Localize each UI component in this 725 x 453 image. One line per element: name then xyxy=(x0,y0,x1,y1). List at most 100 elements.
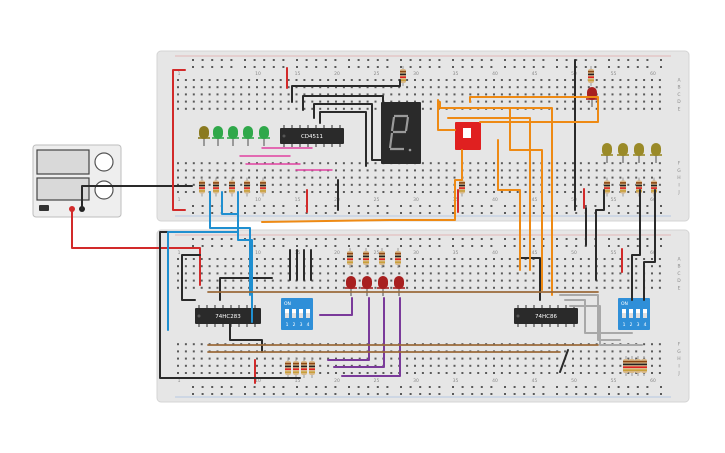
wire-black[interactable] xyxy=(229,319,263,353)
wire-black[interactable] xyxy=(291,79,401,103)
led-amber[interactable] xyxy=(601,143,613,163)
wire-rail-red-top[interactable] xyxy=(172,69,186,211)
wire-orange[interactable] xyxy=(439,101,553,296)
column-label: 10 xyxy=(255,197,261,203)
led-bulb[interactable] xyxy=(634,143,644,156)
dip-switch-body[interactable] xyxy=(618,298,650,330)
led-amber[interactable] xyxy=(633,143,645,163)
led-bulb[interactable] xyxy=(651,143,661,156)
led-bulb[interactable] xyxy=(378,276,388,289)
resistor[interactable] xyxy=(395,248,401,268)
resistor[interactable] xyxy=(309,358,315,378)
wire-black[interactable] xyxy=(181,254,201,301)
wire-power-positive[interactable] xyxy=(71,208,201,286)
chip-pin xyxy=(517,305,519,308)
led-green[interactable] xyxy=(212,126,224,146)
resistor[interactable] xyxy=(293,358,299,378)
chip-body[interactable] xyxy=(280,128,344,144)
led-leg xyxy=(638,155,640,163)
row-label: H xyxy=(677,356,680,362)
resistor[interactable] xyxy=(285,358,291,378)
wire-orange[interactable] xyxy=(469,96,599,123)
wire-purple[interactable] xyxy=(327,297,370,361)
chip-74hc86[interactable]: 74HC86 xyxy=(514,305,578,327)
resistor[interactable] xyxy=(244,177,250,197)
resistor[interactable] xyxy=(604,177,610,197)
resistor[interactable] xyxy=(400,66,406,86)
wire-purple[interactable] xyxy=(341,297,401,377)
resistor[interactable] xyxy=(213,177,219,197)
resistor[interactable] xyxy=(620,177,626,197)
resistor[interactable] xyxy=(623,356,629,376)
wire-orange[interactable] xyxy=(447,117,531,271)
wire-blue[interactable] xyxy=(209,191,251,296)
wire-black[interactable] xyxy=(643,189,656,301)
wire-gray[interactable] xyxy=(559,294,621,341)
led-bulb[interactable] xyxy=(228,126,238,139)
led-bulb[interactable] xyxy=(213,126,223,139)
resistor[interactable] xyxy=(301,358,307,378)
led-green[interactable] xyxy=(258,126,270,146)
segment-dot xyxy=(408,148,412,152)
wire-black[interactable] xyxy=(631,189,641,301)
power-supply[interactable] xyxy=(32,144,122,218)
dip-switch-body[interactable] xyxy=(281,298,313,330)
led-bulb[interactable] xyxy=(618,143,628,156)
resistor[interactable] xyxy=(229,177,235,197)
wire-orange[interactable] xyxy=(437,99,456,131)
wire-black[interactable] xyxy=(559,349,569,373)
led-amber[interactable] xyxy=(617,143,629,163)
chip-cd4511[interactable]: CD4511 xyxy=(280,125,344,147)
led-bulb[interactable] xyxy=(199,126,209,139)
wire-black[interactable] xyxy=(595,189,605,281)
led-amber[interactable] xyxy=(650,143,662,163)
resistor[interactable] xyxy=(588,66,594,86)
slide-switch-knob[interactable] xyxy=(463,128,471,138)
resistor-band xyxy=(293,368,299,370)
resistor[interactable] xyxy=(635,356,641,376)
wire-blue[interactable] xyxy=(237,191,253,323)
chip-body[interactable] xyxy=(514,308,578,324)
breadboard-top[interactable]: ABCDEFGHIJ111010151520202525303035354040… xyxy=(156,50,690,222)
led-green[interactable] xyxy=(227,126,239,146)
led-bulb[interactable] xyxy=(243,126,253,139)
power-switch[interactable] xyxy=(39,205,49,211)
chip-pin xyxy=(533,305,535,308)
wire-orange[interactable] xyxy=(497,139,521,271)
resistor[interactable] xyxy=(363,248,369,268)
resistor[interactable] xyxy=(629,356,635,376)
wire-power-negative[interactable] xyxy=(81,185,193,210)
wire-gray[interactable] xyxy=(564,299,633,334)
resistor[interactable] xyxy=(199,177,205,197)
resistor[interactable] xyxy=(379,248,385,268)
resistor[interactable] xyxy=(347,248,353,268)
chip-74hc283[interactable]: 74HC283 xyxy=(195,305,261,327)
voltage-knob-icon[interactable] xyxy=(94,152,114,172)
led-olive[interactable] xyxy=(198,126,210,146)
led-green[interactable] xyxy=(242,126,254,146)
led-bulb[interactable] xyxy=(394,276,404,289)
wire-gray[interactable] xyxy=(569,305,643,346)
resistor[interactable] xyxy=(260,177,266,197)
led-bulb[interactable] xyxy=(346,276,356,289)
wire-purple[interactable] xyxy=(333,297,385,368)
led-bulb[interactable] xyxy=(602,143,612,156)
wire-orange[interactable] xyxy=(261,149,463,223)
slide-switch[interactable] xyxy=(455,122,481,150)
resistor-band xyxy=(459,182,465,184)
led-bulb[interactable] xyxy=(259,126,269,139)
chip-body[interactable] xyxy=(195,308,261,324)
wire-black[interactable] xyxy=(302,95,384,111)
wire-orange[interactable] xyxy=(509,107,543,291)
current-knob-icon[interactable] xyxy=(94,180,114,200)
resistor[interactable] xyxy=(641,356,647,376)
wire-purple[interactable] xyxy=(319,297,353,316)
wire-black[interactable] xyxy=(519,257,541,301)
wire-black[interactable] xyxy=(313,103,384,161)
led-bulb[interactable] xyxy=(362,276,372,289)
wire-black[interactable] xyxy=(319,111,367,167)
seven-segment-display[interactable] xyxy=(381,102,421,164)
